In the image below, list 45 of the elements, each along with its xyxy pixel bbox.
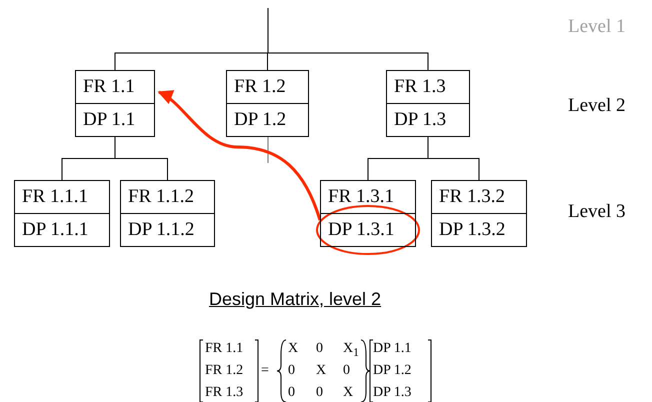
fr-dp-box [226,70,309,137]
level-label: Level 3 [568,202,626,221]
box-text: FR 1.2 [234,76,286,98]
matrix-entry: FR 1.2 [205,364,244,378]
fr-dp-box [431,180,527,247]
matrix-entry: FR 1.1 [205,342,244,356]
matrix-entry: 0 [288,386,295,400]
fr-dp-box [75,70,155,137]
matrix-entry: 0 [316,386,323,400]
box-text: DP 1.1 [83,109,136,131]
matrix-entry: X$_{1}$ [343,342,359,358]
matrix-entry: FR 1.3 [205,386,244,400]
matrix-entry: 0 [316,342,323,356]
matrix-entry: X [288,342,298,356]
matrix-entry: DP 1.3 [373,386,412,400]
tree-connector [428,136,480,180]
matrix-entry: DP 1.1 [373,342,412,356]
fr-dp-box [320,180,416,247]
tree-connector [268,8,428,70]
box-text: DP 1.1.2 [128,219,194,241]
matrix-entry: DP 1.2 [373,364,412,378]
box-text: DP 1.3.1 [328,219,394,241]
curved-arrow [158,90,322,221]
box-text: DP 1.3.2 [439,219,506,241]
fr-dp-box [386,70,470,137]
box-text: DP 1.3 [394,109,446,131]
level-label: Level 2 [568,96,626,115]
box-text: FR 1.1.2 [128,186,194,208]
matrix-entry: 0 [288,364,295,378]
level-label: Level 1 [568,17,626,36]
box-text: FR 1.3.1 [328,186,394,208]
matrix-entry: X [316,364,326,378]
matrix-heading: Design Matrix, level 2 [209,290,382,308]
matrix-entry: X [343,386,354,400]
box-text: FR 1.1 [83,76,135,98]
matrix-entry: 0 [343,364,350,378]
fr-dp-box [14,180,110,247]
tree-connector [114,136,168,180]
box-text: FR 1.1.1 [22,186,88,208]
equals-sign: = [261,364,269,378]
box-text: DP 1.1.1 [22,219,88,241]
box-text: FR 1.3 [394,76,446,98]
fr-dp-box [120,180,215,247]
box-text: DP 1.2 [234,109,286,131]
box-text: FR 1.3.2 [439,186,505,208]
